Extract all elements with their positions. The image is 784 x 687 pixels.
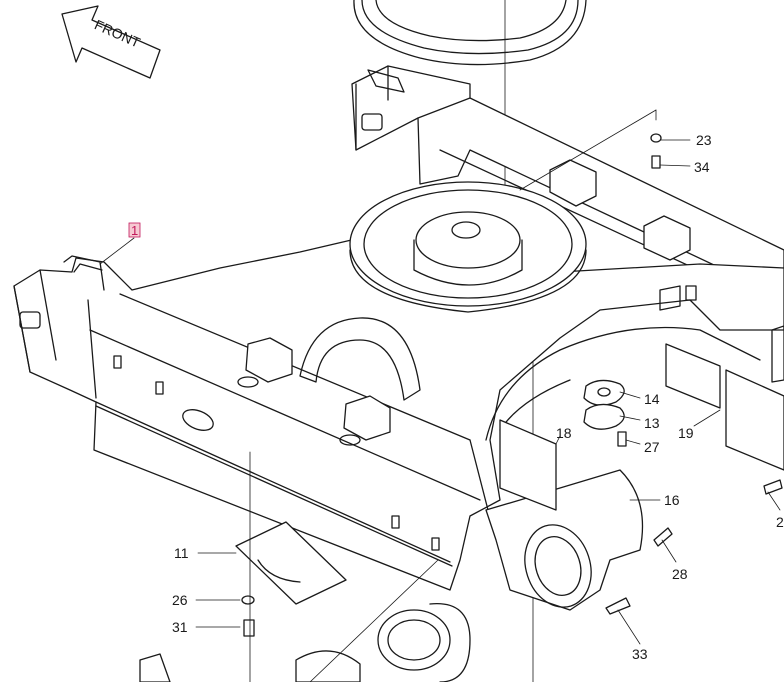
callout-23[interactable]: 23: [696, 132, 712, 148]
idler-bracket: [485, 469, 644, 611]
cover-plate-18: [499, 419, 557, 511]
track-frame-body: [13, 237, 784, 591]
callout-31[interactable]: 31: [172, 619, 188, 635]
swing-bearing-ring: [349, 181, 587, 313]
callout-27[interactable]: 27: [644, 439, 660, 455]
callout-33[interactable]: 33: [632, 646, 648, 662]
callout-26[interactable]: 26: [172, 592, 188, 608]
callout-18[interactable]: 18: [556, 425, 572, 441]
drive-motor: [139, 603, 471, 683]
gasket-13: [583, 403, 625, 430]
front-arrow: [61, 5, 161, 79]
bracket-11: [235, 521, 347, 605]
callout-2-partial[interactable]: 2: [776, 514, 784, 530]
callout-19[interactable]: 19: [678, 425, 694, 441]
frame-slots: [113, 355, 440, 551]
cover-plate-19: [665, 343, 784, 471]
callout-1[interactable]: 1: [131, 223, 138, 238]
callout-1-highlight: [128, 222, 141, 238]
mounting-pads: [549, 159, 691, 261]
leader-lines: [99, 109, 781, 683]
gasket-14: [583, 379, 625, 406]
callout-28[interactable]: 28: [672, 566, 688, 582]
callout-34[interactable]: 34: [694, 159, 710, 175]
swing-bearing-top: [353, 0, 587, 66]
center-arch: [237, 317, 421, 446]
bolts: [241, 133, 783, 637]
callout-11[interactable]: 11: [174, 545, 189, 561]
callout-14[interactable]: 14: [644, 391, 660, 407]
callout-16[interactable]: 16: [664, 492, 680, 508]
callout-13[interactable]: 13: [644, 415, 660, 431]
